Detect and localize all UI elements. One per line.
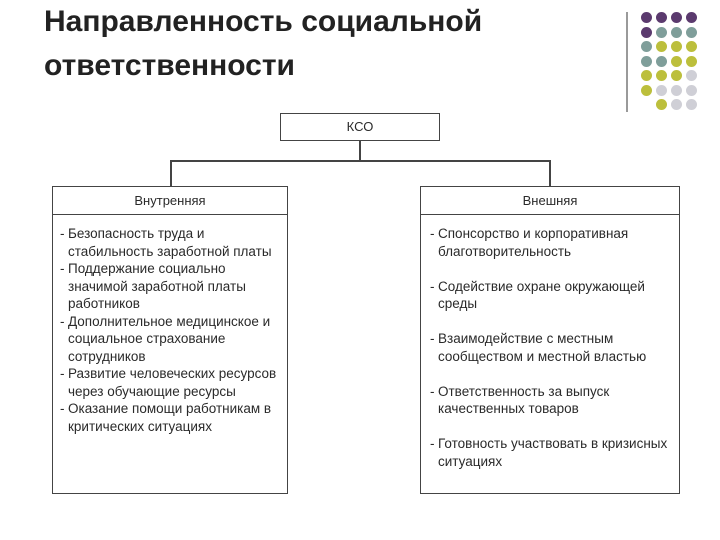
decorative-dot: [686, 55, 697, 67]
decorative-dot: [671, 41, 682, 52]
root-box: КСО: [280, 113, 440, 141]
list-item: Спонсорство и корпоративная благотворите…: [430, 225, 675, 260]
decorative-dot: [686, 84, 697, 96]
external-list: Спонсорство и корпоративная благотворите…: [430, 225, 675, 488]
title-line-1: Направленность социальной: [44, 5, 483, 38]
decorative-dot: [641, 26, 652, 38]
decorative-dot: [656, 12, 667, 23]
list-item: Готовность участвовать в кризисных ситуа…: [430, 435, 675, 470]
decorative-dot: [656, 99, 667, 110]
list-item: Развитие человеческих ресурсов через обу…: [60, 365, 285, 400]
slide-title: Направленность социальной ответственност…: [44, 0, 604, 88]
external-header-box: Внешняя: [420, 186, 680, 215]
list-item: Ответственность за выпуск качественных т…: [430, 383, 675, 418]
decorative-dot: [686, 12, 697, 23]
connector-left-down: [170, 160, 172, 186]
external-header-label: Внешняя: [522, 193, 578, 208]
decorative-divider: [626, 12, 628, 112]
internal-list: Безопасность труда и стабильность зарабо…: [60, 225, 285, 435]
decorative-dot: [671, 99, 682, 110]
decorative-dot: [656, 70, 667, 81]
internal-header-label: Внутренняя: [134, 193, 206, 208]
decorative-dot: [641, 41, 652, 52]
internal-header-box: Внутренняя: [52, 186, 288, 215]
decorative-dot: [686, 26, 697, 38]
list-item: Безопасность труда и стабильность зарабо…: [60, 225, 285, 260]
decorative-dot: [686, 41, 697, 52]
decorative-dot: [656, 84, 667, 96]
decorative-dot: [671, 12, 682, 23]
list-item: Взаимодействие с местным сообществом и м…: [430, 330, 675, 365]
decorative-dot: [671, 84, 682, 96]
decorative-dot: [641, 84, 652, 96]
decorative-dot: [641, 12, 652, 23]
connector-horizontal: [170, 160, 550, 162]
list-item: Поддержание социально значимой заработно…: [60, 260, 285, 313]
root-label: КСО: [346, 119, 374, 134]
connector-root-down: [359, 141, 361, 161]
decorative-dot: [671, 70, 682, 81]
list-item: Содействие охране окружающей среды: [430, 278, 675, 313]
connector-right-down: [549, 160, 551, 186]
decorative-dot: [671, 55, 682, 67]
decorative-dot: [641, 70, 652, 81]
decorative-dot: [641, 55, 652, 67]
title-line-2: ответственности: [44, 49, 296, 82]
decorative-dot: [656, 55, 667, 67]
decorative-dot: [686, 99, 697, 110]
decorative-dot-grid: [641, 12, 720, 122]
decorative-dot: [686, 70, 697, 81]
decorative-dot: [656, 41, 667, 52]
decorative-dot: [671, 26, 682, 38]
decorative-dot: [656, 26, 667, 38]
list-item: Дополнительное медицинское и социальное …: [60, 313, 285, 366]
list-item: Оказание помощи работникам в критических…: [60, 400, 285, 435]
